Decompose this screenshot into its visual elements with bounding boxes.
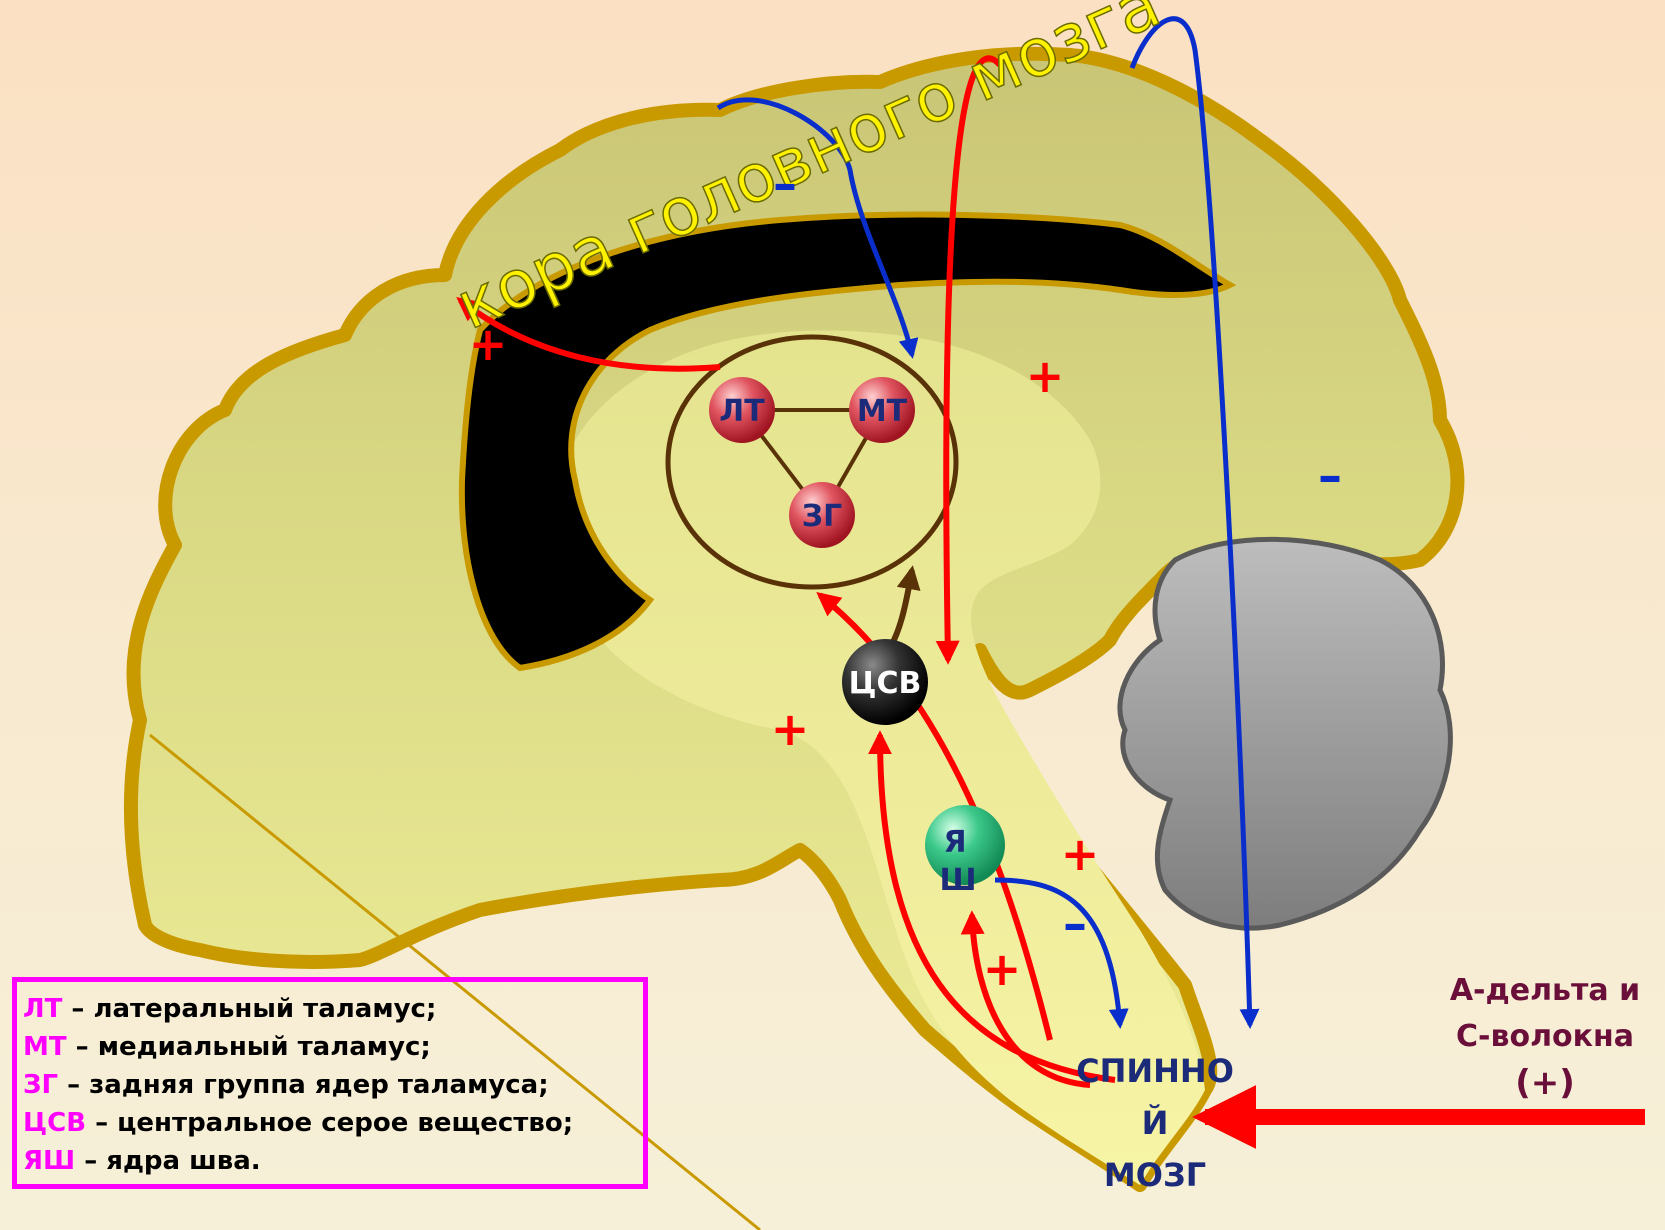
minus-sign-right: – [1318, 448, 1342, 504]
node-csv: ЦСВ [842, 639, 928, 725]
plus-sign-upper: + [1026, 349, 1065, 403]
legend-row-mt: МТ – медиальный таламус; [23, 1028, 643, 1066]
node-mt-label: МТ [857, 394, 908, 429]
minus-sign-cortex: – [773, 156, 797, 212]
node-zg-label: ЗГ [802, 499, 842, 534]
spinal-cord-label-line-3: МОЗГ [1055, 1149, 1255, 1201]
legend-text: – латеральный таламус; [62, 994, 436, 1024]
node-yash-label-1: Я [943, 825, 966, 860]
node-lt-label: ЛТ [719, 394, 765, 429]
fibers-sign: (+) [1430, 1060, 1660, 1106]
plus-sign-mid: + [771, 702, 810, 756]
minus-sign-spinal: – [1063, 896, 1087, 952]
spinal-cord-label-line-2: Й [1055, 1097, 1255, 1149]
fibers-label: А-дельта и С-волокна (+) [1430, 968, 1660, 1106]
legend-text: – задняя группа ядер таламуса; [58, 1070, 549, 1100]
legend-abbr: ЛТ [23, 994, 62, 1024]
legend-abbr: МТ [23, 1032, 67, 1062]
plus-sign-yash: + [983, 942, 1022, 996]
fibers-label-line-1: А-дельта и [1430, 968, 1660, 1014]
spinal-cord-label-line-1: СПИННО [1055, 1045, 1255, 1097]
fibers-label-line-2: С-волокна [1430, 1014, 1660, 1060]
legend-row-yash: ЯШ – ядра шва. [23, 1142, 643, 1180]
node-yash-label-2: Ш [939, 863, 976, 898]
legend-text: – центральное серое вещество; [86, 1108, 573, 1138]
node-zg: ЗГ [789, 482, 855, 548]
legend-box: ЛТ – латеральный таламус; МТ – медиальны… [12, 977, 648, 1189]
legend-abbr: ЦСВ [23, 1108, 86, 1138]
spinal-cord-label: СПИННО Й МОЗГ [1055, 1045, 1255, 1201]
legend-row-lt: ЛТ – латеральный таламус; [23, 990, 643, 1028]
legend-abbr: ЗГ [23, 1070, 58, 1100]
cerebellum [1120, 539, 1451, 928]
plus-sign-brainstem: + [1061, 827, 1100, 881]
legend-abbr: ЯШ [23, 1146, 75, 1176]
legend-row-zg: ЗГ – задняя группа ядер таламуса; [23, 1066, 643, 1104]
legend-text: – ядра шва. [75, 1146, 261, 1176]
plus-sign-cortex: + [469, 317, 508, 371]
legend-text: – медиальный таламус; [67, 1032, 431, 1062]
node-mt: МТ [849, 377, 915, 443]
node-csv-label: ЦСВ [849, 666, 922, 701]
node-lt: ЛТ [709, 377, 775, 443]
legend-row-csv: ЦСВ – центральное серое вещество; [23, 1104, 643, 1142]
